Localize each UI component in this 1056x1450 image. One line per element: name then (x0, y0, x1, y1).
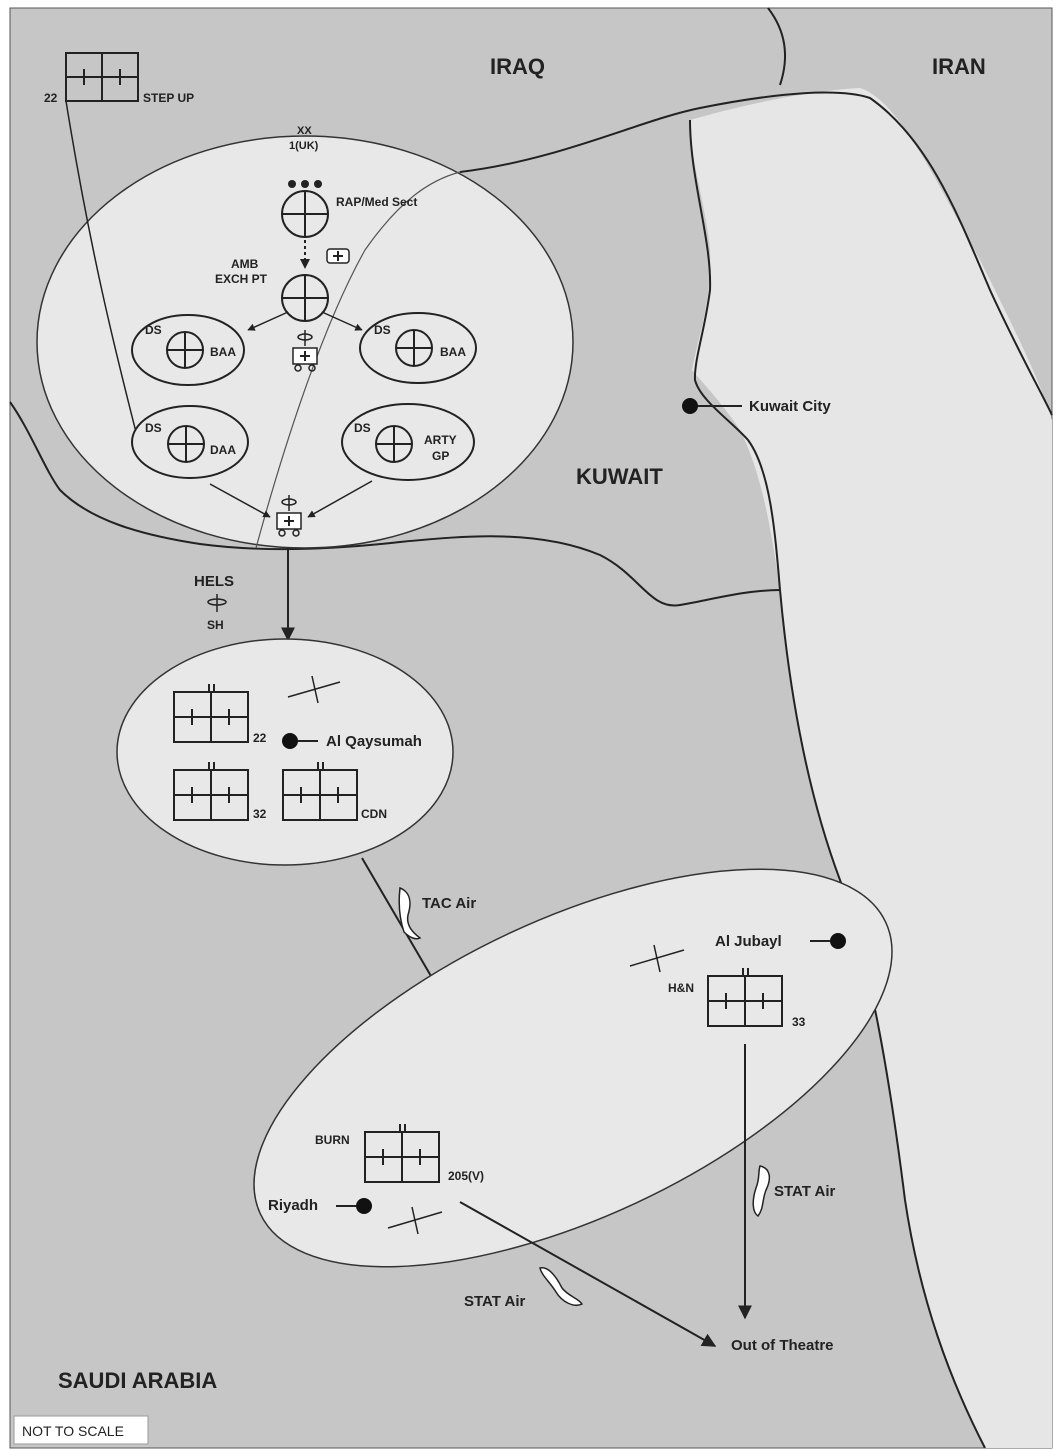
hospital-22-label: 22 (253, 731, 267, 745)
qaysumah-area-oval (116, 638, 454, 866)
country-label-iran: IRAN (932, 54, 986, 79)
stat-air-label-right: STAT Air (774, 1183, 836, 1200)
hospital-cdn-symbol (282, 762, 358, 821)
daa-to-amb-arrow (209, 483, 271, 518)
step-up-label: STEP UP (143, 91, 194, 105)
al-qaysumah-label: Al Qaysumah (326, 733, 422, 750)
arty-medical-symbol (375, 425, 413, 463)
rap-label: RAP/Med Sect (336, 195, 417, 209)
amb-label-line2: EXCH PT (215, 272, 268, 286)
scale-note-text: NOT TO SCALE (22, 1423, 124, 1439)
baa-right-medical-symbol (395, 329, 433, 367)
step-up-link-line (65, 100, 139, 441)
scale-note-box (13, 1415, 149, 1445)
amb-exch-pt-symbol (281, 274, 329, 322)
rap-dots-icon (288, 180, 322, 188)
border-iraq-coast (459, 91, 1053, 416)
al-jubayl-label: Al Jubayl (715, 933, 782, 950)
hospital-22-symbol (173, 684, 249, 743)
step-up-number: 22 (44, 91, 58, 105)
hels-label: HELS (194, 573, 234, 590)
jubayl-crossing-mark (653, 944, 661, 973)
amb-to-baa-left-arrow (247, 311, 289, 331)
tac-air-label: TAC Air (422, 895, 476, 912)
burn-label: BURN (315, 1133, 350, 1147)
stat-air-aircraft-icon-right (752, 1165, 771, 1218)
qaysumah-crossing-symbol (287, 681, 341, 698)
stat-air-riyadh-arrow (459, 1201, 717, 1347)
amb-to-baa-right-arrow (321, 311, 363, 331)
helicopter-icon (297, 330, 313, 346)
al-qaysumah-city-dot (282, 733, 298, 749)
arty-label-line1: ARTY (424, 433, 457, 447)
hels-sh-label: SH (207, 618, 224, 632)
arty-label-line2: GP (432, 449, 449, 463)
border-iraq-iran (767, 7, 787, 86)
al-jubayl-city-dot (830, 933, 846, 949)
collection-helicopter-icon (281, 495, 297, 511)
riyadh-city-dot (356, 1198, 372, 1214)
rear-area-oval (253, 868, 893, 1268)
division-echelon: XX (297, 125, 312, 137)
stat-air-label-left: STAT Air (464, 1293, 526, 1310)
border-kuwait-saudi (9, 401, 781, 607)
hospital-cdn-label: CDN (361, 807, 387, 821)
step-up-hospital-symbol (65, 52, 139, 102)
division-name: 1(UK) (289, 140, 319, 152)
hospital-32-label: 32 (253, 807, 267, 821)
riyadh-label: Riyadh (268, 1197, 318, 1214)
hospital-205-label: 205(V) (448, 1169, 484, 1183)
hospital-32-symbol (173, 762, 249, 821)
daa-oval (131, 405, 249, 479)
kuwait-city-label: Kuwait City (749, 398, 831, 415)
baa-right-ds-label: DS (374, 323, 391, 337)
arty-ds-label: DS (354, 421, 371, 435)
collection-ambulance-icon (276, 512, 302, 537)
stat-air-aircraft-icon-left (539, 1267, 584, 1306)
hospital-33-symbol (707, 968, 783, 1027)
border-kuwait-coast (689, 119, 781, 591)
baa-left-medical-symbol (166, 331, 204, 369)
country-label-iraq: IRAQ (490, 54, 545, 79)
baa-left-label: BAA (210, 345, 236, 359)
border-inside-oval (255, 171, 461, 549)
rap-medical-symbol (281, 190, 329, 238)
kuwait-city-dot (682, 398, 698, 414)
riyadh-crossing-mark (411, 1206, 419, 1235)
baa-left-ds-label: DS (145, 323, 162, 337)
qaysumah-crossing-mark (311, 675, 319, 704)
daa-label: DAA (210, 443, 236, 457)
baa-right-label: BAA (440, 345, 466, 359)
hospital-205-symbol (364, 1124, 440, 1183)
arty-to-amb-arrow (307, 480, 373, 518)
ambulance-vehicle-icon (292, 347, 318, 372)
out-of-theatre-label: Out of Theatre (731, 1337, 834, 1354)
daa-medical-symbol (167, 425, 205, 463)
hospital-33-label: 33 (792, 1015, 806, 1029)
country-label-kuwait: KUWAIT (576, 464, 663, 489)
ambulance-sign-icon (326, 248, 350, 264)
border-saudi-coast (779, 589, 986, 1449)
gulf-water (690, 88, 1052, 1448)
amb-label-line1: AMB (231, 257, 259, 271)
arty-gp-oval (341, 403, 475, 481)
hn-label: H&N (668, 981, 694, 995)
daa-ds-label: DS (145, 421, 162, 435)
country-label-saudi-arabia: SAUDI ARABIA (58, 1368, 217, 1393)
tac-air-aircraft-icon (398, 886, 422, 940)
hels-helicopter-icon (207, 594, 227, 612)
